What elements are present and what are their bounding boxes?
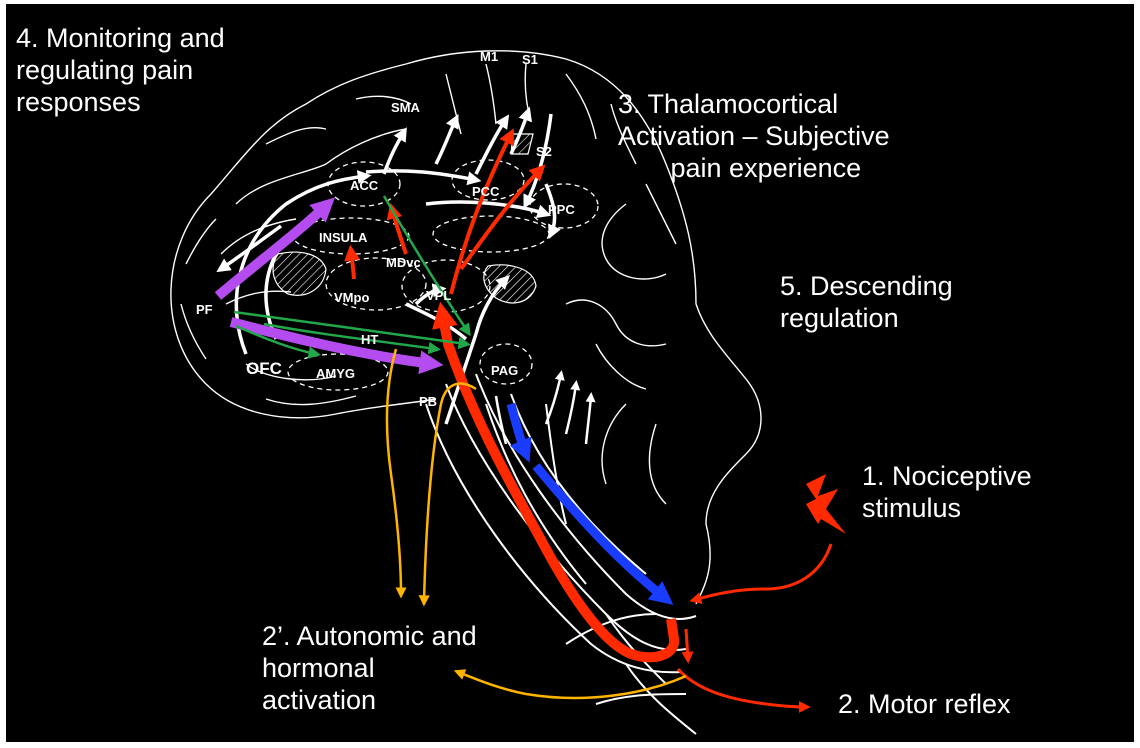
caption-thalamocortical: 3. Thalamocortical Activation – Subjecti…	[618, 88, 890, 184]
label-pcc: PCC	[472, 184, 500, 199]
label-pb: PB	[419, 394, 437, 409]
label-s2: S2	[536, 144, 552, 159]
label-ht: HT	[361, 332, 378, 347]
caption-motor: 2. Motor reflex	[838, 688, 1011, 720]
label-pag: PAG	[491, 363, 518, 378]
caption-monitoring: 4. Monitoring and regulating pain respon…	[16, 22, 225, 118]
label-acc: ACC	[350, 178, 379, 193]
descending-pathway	[511, 404, 666, 599]
diagram-canvas: M1 S1 SMA ACC PCC S2 PPC INSULA MDvc VMp…	[6, 4, 1134, 742]
label-mdvc: MDvc	[386, 255, 421, 270]
label-ofc: OFC	[246, 359, 282, 378]
label-ppc: PPC	[548, 202, 575, 217]
label-s1: S1	[522, 52, 538, 67]
caption-nociceptive: 1. Nociceptive stimulus	[862, 460, 1032, 524]
label-vmpo: VMpo	[334, 290, 369, 305]
label-amyg: AMYG	[316, 366, 355, 381]
caption-descending: 5. Descending regulation	[780, 270, 953, 334]
caption-autonomic: 2’. Autonomic and hormonal activation	[262, 620, 477, 716]
label-insula: INSULA	[319, 230, 368, 245]
label-pf: PF	[196, 302, 213, 317]
label-m1: M1	[480, 49, 498, 64]
stimulus-bolt-icon	[806, 474, 846, 534]
label-sma: SMA	[391, 100, 421, 115]
label-vpl: VPL	[426, 288, 451, 303]
